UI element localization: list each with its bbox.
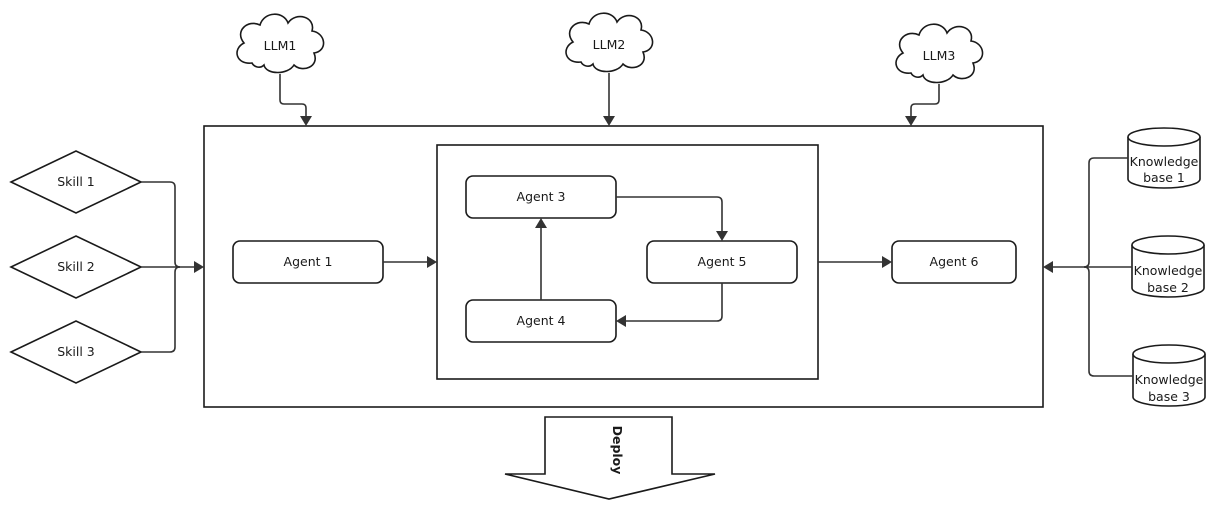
agent-6-label: Agent 6 — [930, 254, 979, 269]
edge-kb1 — [1083, 157, 1128, 268]
knowledge-base-2-node: Knowledge base 2 — [1131, 235, 1205, 298]
agent-1-label: Agent 1 — [284, 254, 333, 269]
llm-2-label: LLM2 — [593, 37, 626, 52]
arrowhead-agent5-agent4 — [616, 315, 626, 327]
agent-5-node: Agent 5 — [646, 240, 798, 284]
deploy-label: Deploy — [610, 426, 625, 475]
knowledge-base-1-label-line1: Knowledge — [1130, 154, 1199, 169]
llm-1-label: LLM1 — [264, 38, 297, 53]
arrowhead-agent3-agent5 — [716, 231, 728, 241]
edge-llm1-frame — [279, 74, 307, 118]
knowledge-base-3-node: Knowledge base 3 — [1132, 344, 1206, 407]
agent-1-node: Agent 1 — [232, 240, 384, 284]
agent-4-node: Agent 4 — [465, 299, 617, 343]
arrowhead-skills — [194, 261, 204, 273]
arrowhead-llm3 — [905, 116, 917, 126]
edge-kb3 — [1083, 266, 1133, 377]
arrowhead-agent1-group — [427, 256, 437, 268]
skill-3-node: Skill 3 — [9, 320, 143, 384]
agent-6-node: Agent 6 — [891, 240, 1017, 284]
edge-agent5-agent4 — [625, 283, 723, 322]
knowledge-base-1-node: Knowledge base 1 — [1127, 127, 1201, 189]
edge-llm3-frame — [910, 84, 940, 118]
skill-1-node: Skill 1 — [9, 150, 143, 214]
skill-1-label: Skill 1 — [57, 174, 95, 189]
knowledge-base-1-label-line2: base 1 — [1143, 170, 1185, 185]
arrowhead-llm2 — [603, 116, 615, 126]
edge-agent3-agent5 — [616, 196, 723, 232]
arrowhead-agent4-agent3 — [535, 218, 547, 228]
skill-3-label: Skill 3 — [57, 344, 95, 359]
agent-4-label: Agent 4 — [517, 313, 566, 328]
agent-3-label: Agent 3 — [517, 189, 566, 204]
agent-5-label: Agent 5 — [698, 254, 747, 269]
knowledge-base-3-label-line1: Knowledge — [1135, 372, 1204, 387]
edge-skill3 — [141, 266, 181, 353]
arrowhead-llm1 — [300, 116, 312, 126]
arrowhead-group-agent6 — [882, 256, 892, 268]
system-frame — [203, 125, 1044, 408]
deploy-arrow: Deploy — [504, 416, 716, 500]
arrowhead-kbs — [1043, 261, 1053, 273]
agent-3-node: Agent 3 — [465, 175, 617, 219]
llm-1-node: LLM1 — [236, 13, 325, 74]
skill-2-label: Skill 2 — [57, 259, 95, 274]
llm-3-node: LLM3 — [895, 23, 984, 84]
llm-2-node: LLM2 — [565, 12, 654, 73]
knowledge-base-3-label-line2: base 3 — [1148, 389, 1190, 404]
knowledge-base-2-label-line2: base 2 — [1147, 280, 1189, 295]
skill-2-node: Skill 2 — [9, 235, 143, 299]
llm-3-label: LLM3 — [923, 48, 956, 63]
edge-skill1 — [141, 181, 181, 268]
knowledge-base-2-label-line1: Knowledge — [1134, 263, 1203, 278]
